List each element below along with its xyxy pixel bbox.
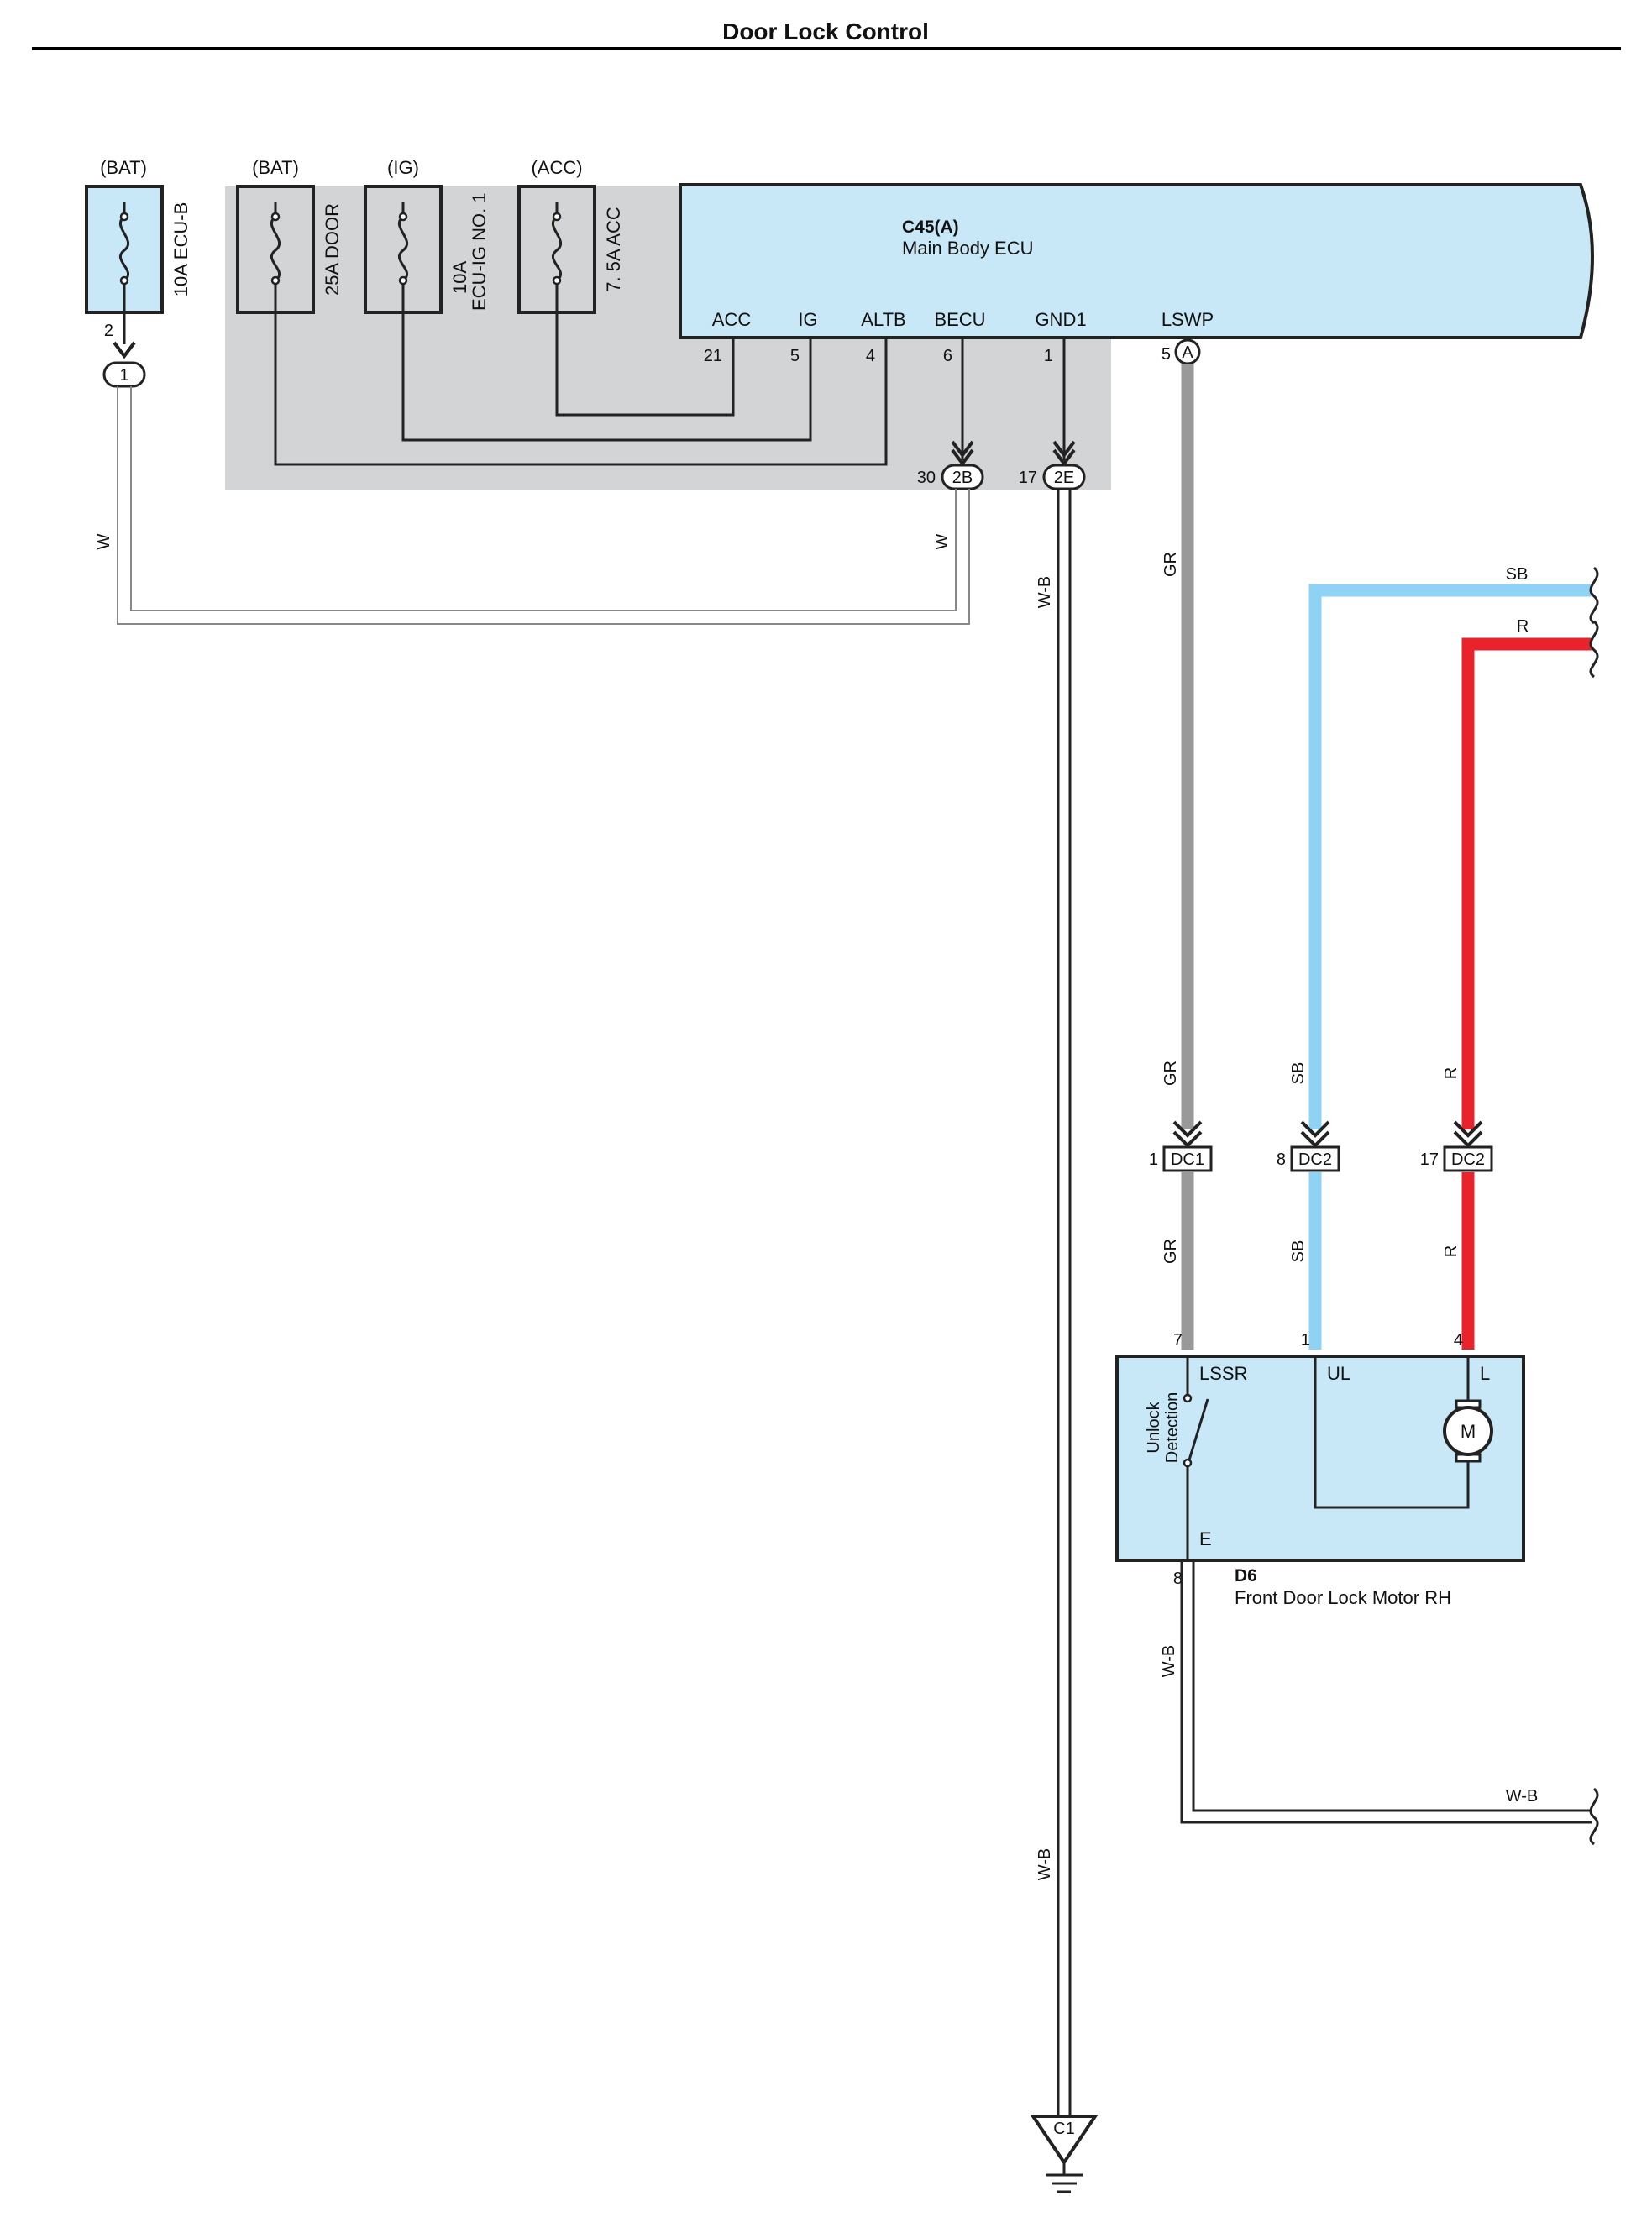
- ecu-code: C45(A): [902, 218, 959, 237]
- gr-label-mid: GR: [1162, 1061, 1180, 1086]
- connector-2b-pin: 30: [917, 469, 936, 487]
- r-label-bottom: R: [1442, 1245, 1461, 1257]
- sb-label-bottom: SB: [1289, 1240, 1308, 1263]
- connector-2e-label: 2E: [1054, 469, 1074, 487]
- wb-label-upper: W-B: [1036, 576, 1054, 609]
- wb-break-symbol: [1589, 1787, 1599, 1846]
- ground-c1-label: C1: [1053, 2120, 1075, 2138]
- fuse3-label-line1: 10A: [449, 261, 470, 294]
- junction-1: [102, 361, 146, 388]
- wb-label-lower: W-B: [1036, 1848, 1054, 1881]
- ecu-terminal-becu: BECU: [934, 309, 985, 330]
- diagram-title: Door Lock Control: [722, 18, 929, 45]
- motor-symbol-label: M: [1461, 1421, 1476, 1442]
- motor-terminal-ul: UL: [1327, 1363, 1350, 1384]
- switch-contact-top: [1183, 1393, 1193, 1403]
- fuse3-supply: (IG): [387, 157, 419, 178]
- connector-dc2a-label: DC2: [1298, 1150, 1332, 1169]
- connector-dc1-label: DC1: [1171, 1150, 1204, 1169]
- ecu-pin-gnd1: 1: [1044, 347, 1053, 365]
- ecu-terminal-acc: ACC: [712, 309, 752, 330]
- ecu-pin-altb: 4: [866, 347, 875, 365]
- motor-name: Front Door Lock Motor RH: [1235, 1587, 1451, 1608]
- motor-wb-label-vertical: W-B: [1160, 1645, 1178, 1678]
- fuse-symbols: [118, 202, 563, 312]
- lswp-connector-a-label: A: [1182, 343, 1193, 362]
- connector-dc2a: [1290, 1145, 1340, 1172]
- connector-dc1-arrow: [1172, 1120, 1203, 1148]
- motor-terminal-l: L: [1480, 1363, 1490, 1384]
- r-break-symbol: [1589, 620, 1599, 679]
- sb-label-mid: SB: [1289, 1062, 1308, 1085]
- connector-2b: [941, 464, 984, 490]
- motor-pin-ul: 1: [1301, 1331, 1310, 1350]
- fuse4-label: 7. 5A ACC: [603, 207, 624, 292]
- connector-2e-arrow: [1052, 440, 1076, 467]
- ecu-name: Main Body ECU: [902, 238, 1034, 259]
- fuse1-pin: 2: [104, 322, 113, 340]
- r-wire-upper: [1461, 637, 1592, 1129]
- fuse1-arrow: [113, 341, 136, 359]
- fuse1-label: 10A ECU-B: [170, 202, 191, 297]
- ecu-pin-lswp: 5: [1162, 345, 1171, 364]
- motor-code: D6: [1235, 1566, 1257, 1585]
- connector-dc1-pin: 1: [1149, 1150, 1158, 1169]
- fuse2-label: 25A DOOR: [322, 203, 343, 296]
- motor-wb-wire-inner: [1192, 1560, 1592, 1812]
- ecu-pin-acc: 21: [704, 347, 722, 365]
- w-wire-label-left: W: [95, 533, 113, 549]
- motor-wb-wire-outer: [1180, 1560, 1592, 1824]
- ecu-pin-ig: 5: [790, 347, 800, 365]
- connector-dc2a-pin: 8: [1277, 1150, 1286, 1169]
- sb-label-top: SB: [1506, 565, 1529, 584]
- ground-c1-triangle: [1030, 2115, 1099, 2166]
- r-label-top: R: [1517, 617, 1529, 636]
- ecu-terminal-altb: ALTB: [861, 309, 905, 330]
- fuse1-supply: (BAT): [100, 157, 147, 178]
- switch-contact-bottom: [1183, 1458, 1193, 1468]
- motor-pin-lssr: 7: [1173, 1331, 1183, 1350]
- motor-pin-l: 4: [1454, 1331, 1463, 1350]
- main-body-ecu-box: [679, 183, 1594, 339]
- gr-label-top: GR: [1162, 552, 1180, 577]
- fuse3-label-line2: ECU-IG NO. 1: [469, 192, 490, 311]
- unlock-detection-line2: Detection: [1163, 1392, 1182, 1464]
- w-wire-outer: [117, 386, 970, 625]
- fuse-terminal-dots: [119, 212, 562, 286]
- unlock-detection-line1: Unlock: [1145, 1401, 1163, 1453]
- fuse4-supply: (ACC): [531, 157, 582, 178]
- r-label-mid: R: [1442, 1067, 1461, 1079]
- ecu-terminal-gnd1: GND1: [1035, 309, 1086, 330]
- sb-wire-upper: [1308, 584, 1592, 1129]
- connector-dc2a-arrow: [1300, 1120, 1330, 1148]
- motor-pin-e: 8: [1173, 1570, 1183, 1588]
- w-wire-label-right: W: [933, 533, 952, 549]
- motor-internal-wires: [1186, 1356, 1470, 1560]
- connector-2b-label: 2B: [952, 469, 973, 487]
- sb-break-symbol: [1589, 566, 1599, 625]
- connector-dc1: [1162, 1145, 1213, 1172]
- connector-dc2b-label: DC2: [1451, 1150, 1485, 1169]
- ecu-terminal-ig: IG: [798, 309, 817, 330]
- junction-1-label: 1: [119, 366, 128, 385]
- fuse2-supply: (BAT): [252, 157, 299, 178]
- w-wire-inner: [130, 386, 957, 611]
- motor-terminal-e: E: [1199, 1528, 1212, 1549]
- junction-internal-wires: [274, 312, 1066, 466]
- ecu-pin-becu: 6: [943, 347, 952, 365]
- ecu-terminal-lswp: LSWP: [1162, 309, 1214, 330]
- connector-2e: [1042, 464, 1086, 490]
- gr-label-bottom: GR: [1162, 1239, 1180, 1264]
- motor-terminal-lssr: LSSR: [1199, 1363, 1247, 1384]
- motor-wb-label-horizontal: W-B: [1506, 1787, 1539, 1806]
- connector-2e-pin: 17: [1019, 469, 1037, 487]
- connector-dc2b-pin: 17: [1420, 1150, 1439, 1169]
- connector-dc2b-arrow: [1453, 1120, 1483, 1148]
- motor-symbol: [1443, 1406, 1493, 1456]
- ground-symbol: [1046, 2162, 1083, 2193]
- connector-dc2b: [1443, 1145, 1493, 1172]
- connector-2b-arrow: [951, 440, 974, 467]
